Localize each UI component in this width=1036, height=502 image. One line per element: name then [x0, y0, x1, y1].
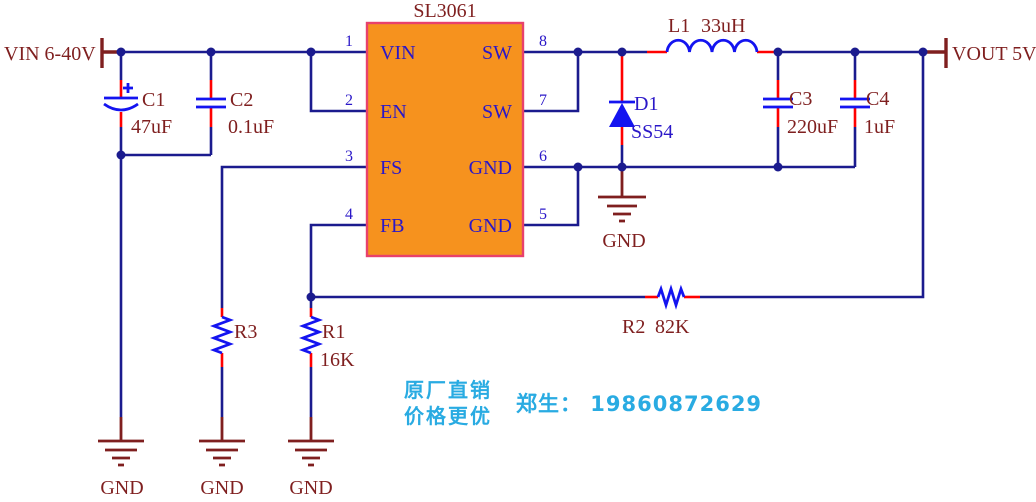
wires: [119, 50, 925, 417]
ground-icon: [98, 417, 144, 467]
r1-value: 16K: [320, 349, 355, 371]
capacitor-c2: C2 0.1uF: [196, 89, 274, 138]
pin-number-3: 3: [345, 148, 353, 165]
resistor-r3: R3: [210, 315, 257, 355]
c4-ref: C4: [866, 88, 889, 110]
ground-label: GND: [602, 230, 645, 252]
junction-dots: [116, 47, 928, 302]
pin-label-sw2: SW: [482, 101, 512, 123]
c1-ref: C1: [142, 89, 165, 111]
pin-label-vin: VIN: [380, 42, 416, 64]
pin-label-fb: FB: [380, 215, 404, 237]
c4-value: 1uF: [864, 116, 895, 138]
pin-number-4: 4: [345, 206, 353, 223]
d1-ref: D1: [634, 93, 658, 115]
ground-icon: [288, 417, 334, 467]
pin-number-2: 2: [345, 92, 353, 109]
c3-ref: C3: [789, 88, 812, 110]
c3-value: 220uF: [787, 116, 838, 138]
d1-triangle: [609, 103, 635, 127]
c2-ref: C2: [230, 89, 253, 111]
pin-number-6: 6: [539, 148, 547, 165]
pin-label-sw1: SW: [482, 42, 512, 64]
pin-number-7: 7: [539, 92, 547, 109]
ground-mid: GND: [598, 167, 646, 252]
pin-label-gnd2: GND: [469, 215, 512, 237]
c3-plates: [763, 97, 793, 109]
vout-terminal: VOUT 5V: [923, 38, 1036, 68]
pin-number-5: 5: [539, 206, 547, 223]
l1-coil: [665, 38, 759, 53]
ground-r3: GND: [199, 417, 245, 499]
ic-title: SL3061: [413, 0, 476, 22]
c4-plates: [840, 97, 870, 109]
l1-ref: L1: [668, 15, 690, 37]
c2-value: 0.1uF: [228, 116, 274, 138]
pin-number-1: 1: [345, 33, 353, 50]
pin-label-gnd1: GND: [469, 157, 512, 179]
resistor-r2: R2 82K: [622, 284, 690, 338]
pin-label-en: EN: [380, 101, 407, 123]
r1-ref: R1: [322, 321, 345, 343]
pin-number-8: 8: [539, 33, 547, 50]
watermark-line2: 价格更优: [404, 404, 492, 428]
c1-plate-curved: [103, 102, 139, 112]
r1-zigzag: [299, 315, 323, 355]
capacitor-c4: C4 1uF: [840, 88, 895, 138]
ic-sl3061: SL3061 1 2 3 4 8 7 6 5 VIN EN FS FB SW S…: [345, 0, 547, 258]
r3-zigzag: [210, 315, 234, 355]
inductor-l1: L1 33uH: [665, 15, 759, 53]
capacitor-c1: C1 47uF: [103, 83, 172, 138]
d1-value: SS54: [631, 121, 673, 143]
ground-label: GND: [289, 477, 332, 499]
ground-r1: GND: [288, 417, 334, 499]
watermark: 原厂直销 价格更优 郑生： 19860872629: [404, 378, 762, 428]
ground-icon: [598, 167, 646, 223]
vin-terminal: VIN 6-40V: [4, 38, 121, 68]
r2-value: 82K: [655, 316, 690, 338]
resistor-r1: R1 16K: [299, 315, 355, 371]
capacitor-c3: C3 220uF: [763, 88, 838, 138]
c1-value: 47uF: [131, 116, 172, 138]
ground-label: GND: [200, 477, 243, 499]
vout-label: VOUT 5V: [952, 43, 1036, 65]
ground-icon: [199, 417, 245, 467]
r2-zigzag: [656, 284, 686, 310]
component-leads: [119, 50, 857, 367]
ic-body: [365, 21, 525, 258]
ground-c1: GND: [98, 417, 144, 499]
watermark-contact: 郑生： 19860872629: [516, 392, 762, 416]
pin-label-fs: FS: [380, 157, 402, 179]
diode-d1: D1 SS54: [609, 93, 673, 143]
r2-ref: R2: [622, 316, 645, 338]
ground-label: GND: [100, 477, 143, 499]
c2-plates: [196, 97, 226, 109]
c1-plus-icon: [123, 83, 133, 93]
vin-label: VIN 6-40V: [4, 43, 96, 65]
watermark-line1: 原厂直销: [404, 378, 492, 402]
r3-ref: R3: [234, 321, 257, 343]
l1-value: 33uH: [701, 15, 745, 37]
